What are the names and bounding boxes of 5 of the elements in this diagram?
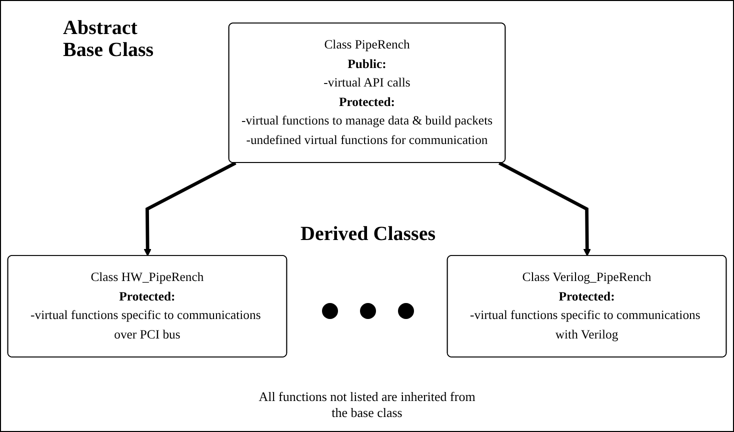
arrow [144,161,236,256]
class-heading: Derived Classes [300,222,436,244]
note: All functions not listed are inherited from the base class [258,389,476,421]
arrow [498,161,591,256]
class-heading: Abstract Base Class [63,17,154,61]
